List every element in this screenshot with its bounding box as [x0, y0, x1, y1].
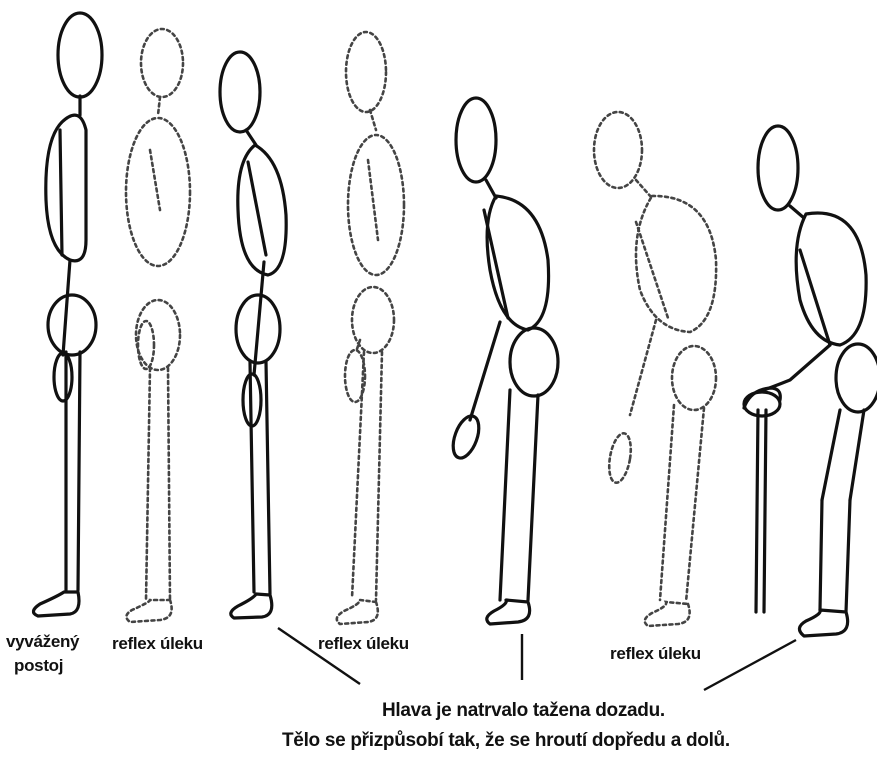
- figure-forward-collapse: [448, 98, 558, 624]
- figure-collapsed-with-cane: [744, 126, 877, 636]
- label-startle-reflex-2: reflex úleku: [318, 634, 409, 654]
- figure-balanced-posture: [33, 13, 102, 616]
- figure-tensed-posture: [220, 52, 286, 618]
- label-balanced-line1: vyvážený: [6, 632, 79, 652]
- figure-startle-reflex-3: [594, 112, 716, 626]
- label-balanced-line2: postoj: [14, 656, 63, 676]
- label-startle-reflex-1: reflex úleku: [112, 634, 203, 654]
- caption-line-1: Hlava je natrvalo tažena dozadu.: [382, 700, 665, 722]
- label-startle-reflex-3: reflex úleku: [610, 644, 701, 664]
- figure-startle-reflex-1: [126, 29, 190, 622]
- figure-startle-reflex-2: [337, 32, 404, 624]
- caption-line-2: Tělo se přizpůsobí tak, že se hroutí dop…: [282, 730, 730, 752]
